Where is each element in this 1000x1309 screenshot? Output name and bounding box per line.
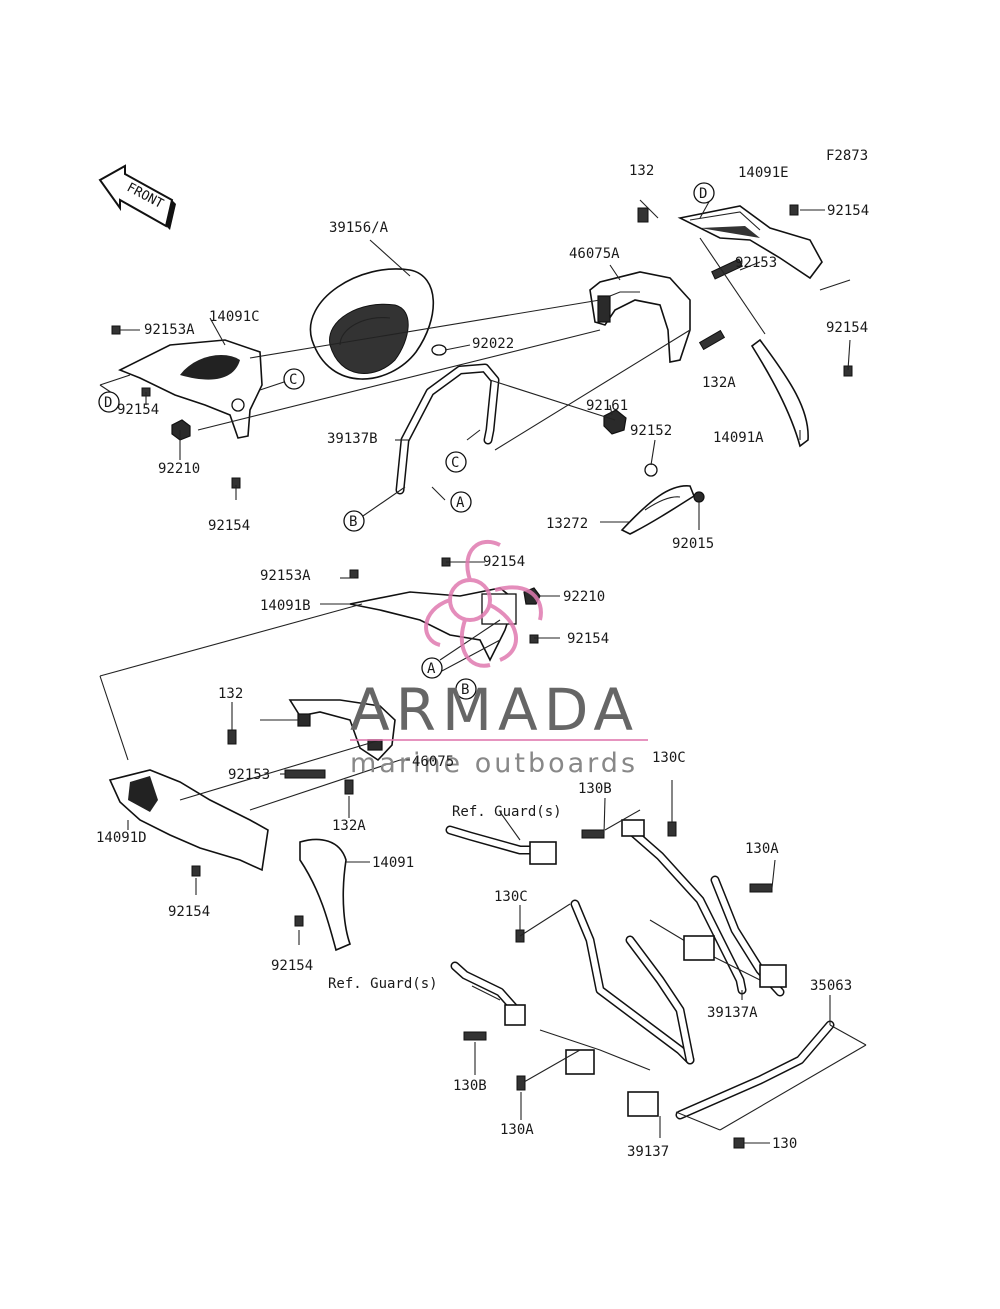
label-39137A: 39137A (707, 1005, 758, 1021)
label-92154-left: 92154 (117, 402, 159, 418)
label-92154-mid: 92154 (483, 554, 525, 570)
label-92022: 92022 (472, 336, 514, 352)
cover-14091A (750, 338, 809, 448)
label-132-mid: 132 (218, 686, 243, 702)
label-14091E: 14091E (738, 165, 789, 181)
leader-lines-lower (471, 780, 867, 1144)
label-130C-top: 130C (652, 750, 686, 766)
part-labels: 132 14091E 92154 39156/A 46075A 92153 92… (96, 163, 869, 1160)
nut-92015 (693, 491, 705, 503)
washer-92022 (431, 344, 447, 356)
leader-lines-upper (99, 199, 851, 530)
label-92153-mid: 92153 (228, 767, 270, 783)
label-46075A: 46075A (569, 246, 620, 262)
label-14091B: 14091B (260, 598, 311, 614)
watermark-brand: ARMADA (350, 676, 639, 744)
label-46075: 46075 (412, 754, 454, 770)
bolts-middle (191, 729, 354, 927)
label-14091A: 14091A (713, 430, 764, 446)
label-132A-top: 132A (702, 375, 736, 391)
figure-code: F2873 (826, 148, 868, 164)
label-35063: 35063 (810, 978, 852, 994)
front-arrow-icon: FRONT (98, 164, 176, 230)
label-14091: 14091 (372, 855, 414, 871)
label-92153A-mid: 92153A (260, 568, 311, 584)
svg-text:A: A (427, 661, 436, 677)
cover-14091D (108, 769, 269, 872)
callout-d-left: D (98, 391, 120, 413)
plate-13272 (620, 485, 695, 535)
label-130B-bot: 130B (453, 1078, 487, 1094)
label-13272: 13272 (546, 516, 588, 532)
nut-92210-left (171, 419, 191, 441)
label-130A-right: 130A (745, 841, 779, 857)
label-132-top: 132 (629, 163, 654, 179)
svg-text:C: C (451, 455, 459, 471)
guard-frame-upper (445, 825, 557, 865)
label-92154-top: 92154 (827, 203, 869, 219)
frame-39137A (621, 819, 787, 997)
label-ref-guard-1: Ref. Guard(s) (452, 804, 562, 820)
callout-c-mid: C (445, 451, 467, 473)
label-39156A: 39156/A (329, 220, 389, 236)
armada-logo-icon (424, 539, 543, 668)
watermark-tagline: marine outboards (350, 748, 638, 779)
label-130C-mid: 130C (494, 889, 528, 905)
label-130A-bot: 130A (500, 1122, 534, 1138)
callout-c-left: C (283, 368, 305, 390)
callout-a-upper: A (450, 491, 472, 513)
label-92210-mid: 92210 (563, 589, 605, 605)
label-14091D: 14091D (96, 830, 147, 846)
cover-14091C (118, 339, 263, 439)
label-92153A-left: 92153A (144, 322, 195, 338)
label-130B-top: 130B (578, 781, 612, 797)
stay-35063 (675, 1020, 835, 1120)
label-39137B: 39137B (327, 431, 378, 447)
bracket-46075 (288, 699, 396, 762)
label-92210-left: 92210 (158, 461, 200, 477)
label-92161: 92161 (586, 398, 628, 414)
label-92152: 92152 (630, 423, 672, 439)
svg-text:A: A (456, 495, 465, 511)
label-92154-mid2: 92154 (567, 631, 609, 647)
label-14091C: 14091C (209, 309, 260, 325)
bolts-upper (111, 204, 853, 644)
washer-92152 (644, 463, 658, 477)
label-92153-top: 92153 (735, 255, 777, 271)
label-39137: 39137 (627, 1144, 669, 1160)
callout-d-upper: D (693, 182, 715, 204)
backrest-frame-39137B (395, 363, 500, 495)
label-132A-mid: 132A (332, 818, 366, 834)
svg-text:C: C (289, 372, 297, 388)
backrest-pad (309, 268, 435, 380)
nut-92161 (603, 409, 627, 435)
cover-14091 (299, 838, 352, 952)
callout-b-upper: B (343, 510, 365, 532)
svg-text:B: B (349, 514, 357, 530)
callout-a-mid: A (421, 657, 443, 679)
label-130: 130 (772, 1136, 797, 1152)
frame-39137 (539, 899, 695, 1117)
label-92154-bot1: 92154 (168, 904, 210, 920)
label-ref-guard-2: Ref. Guard(s) (328, 976, 438, 992)
label-92154-left-low: 92154 (208, 518, 250, 534)
svg-text:B: B (461, 682, 469, 698)
bracket-46075A (589, 271, 691, 363)
cover-14091E (677, 205, 823, 280)
label-92015: 92015 (672, 536, 714, 552)
label-92154-bot2: 92154 (271, 958, 313, 974)
label-92154-right: 92154 (826, 320, 868, 336)
svg-text:D: D (699, 186, 707, 202)
callout-b-mid: B (455, 678, 477, 700)
svg-text:D: D (104, 395, 112, 411)
leader-lines-middle (99, 561, 560, 945)
guard-frame-lower (450, 961, 526, 1026)
